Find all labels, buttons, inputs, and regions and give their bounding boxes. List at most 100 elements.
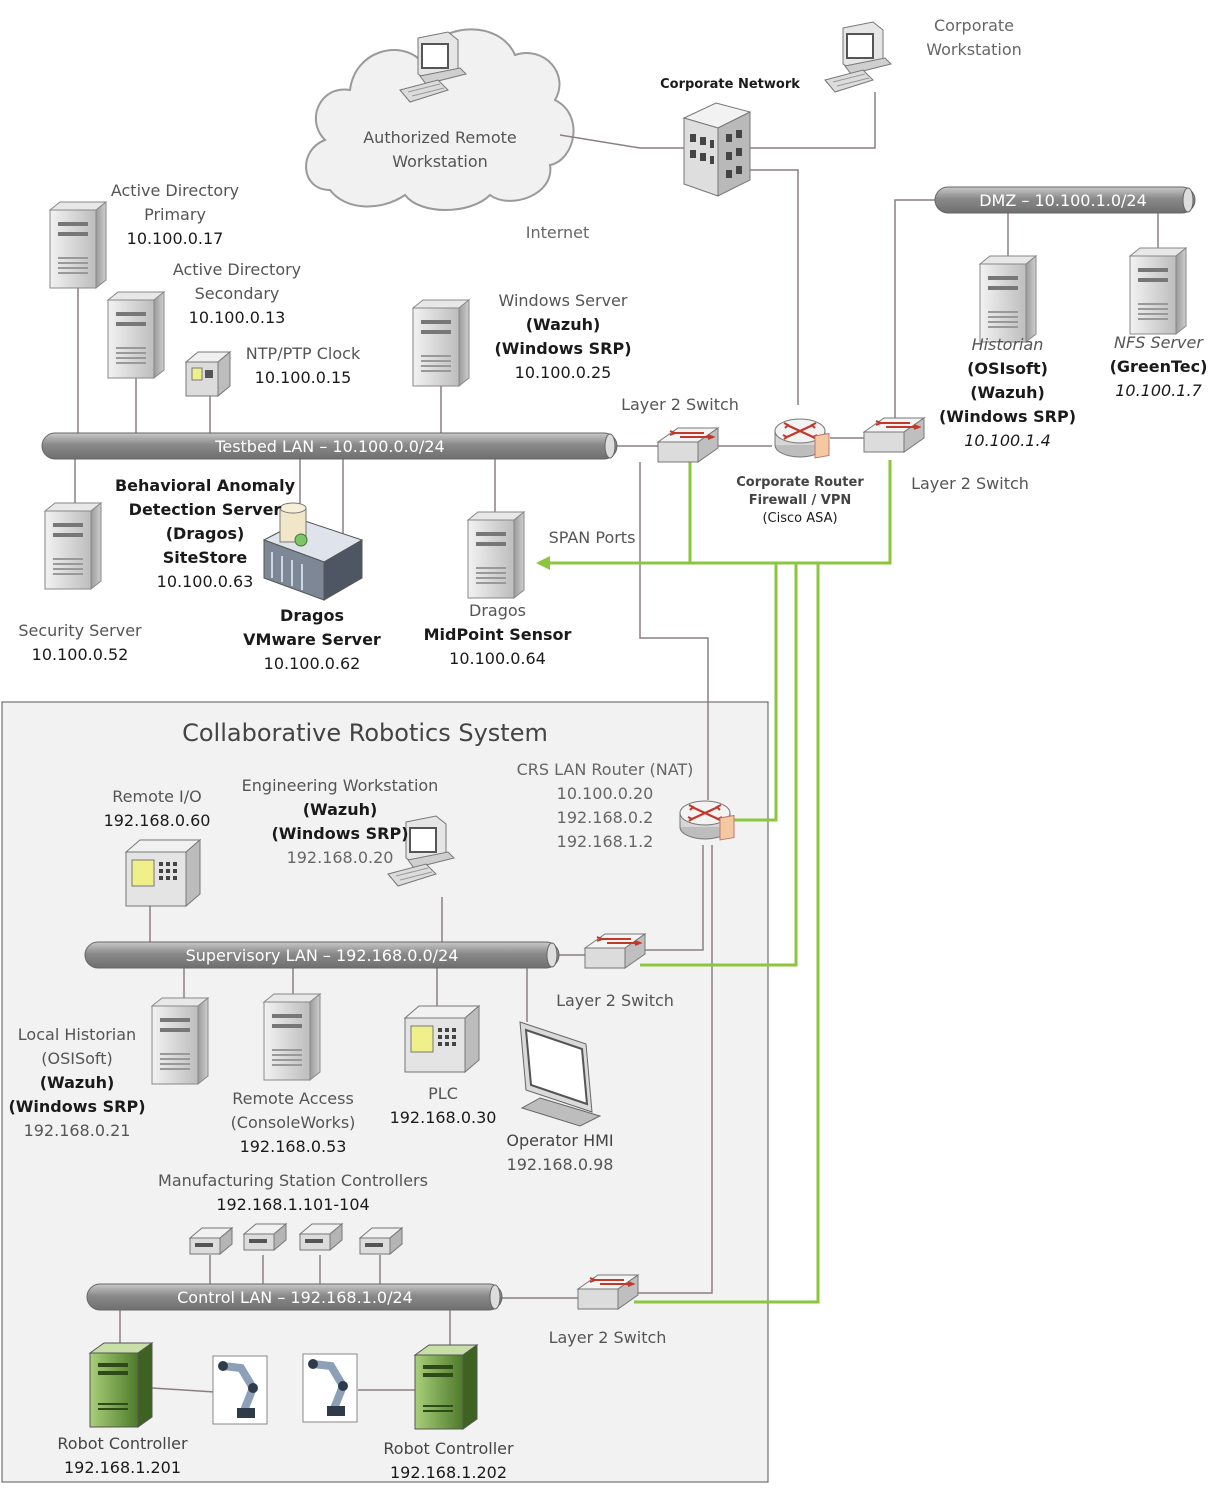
- testbed-lan: Testbed LAN – 10.100.0.0/24: [41, 432, 618, 460]
- cloud-label-line1: Authorized Remote: [363, 128, 517, 147]
- vmware-label: Dragos VMware Server 10.100.0.62: [232, 604, 392, 676]
- remote-io-icon: [125, 839, 201, 907]
- plc-ip: 192.168.0.30: [389, 1108, 497, 1127]
- corp-router-line2: Firewall / VPN: [748, 493, 852, 508]
- bad-ip: 10.100.0.63: [156, 572, 254, 591]
- nfs-ip: 10.100.1.7: [1115, 381, 1202, 400]
- dmz-historian-line4: (Windows SRP): [938, 407, 1077, 426]
- corporate-router-icon: [773, 417, 831, 460]
- control-lan-label: Control LAN – 192.168.1.0/24: [177, 1288, 413, 1307]
- robot1-ip: 192.168.1.201: [63, 1458, 182, 1477]
- ad-primary-ip: 10.100.0.17: [126, 229, 224, 248]
- local-historian-line3: (Wazuh): [39, 1073, 115, 1092]
- corporate-network-label: Corporate Network: [660, 77, 800, 92]
- robot2-ip: 192.168.1.202: [389, 1463, 508, 1482]
- windows-server-line1: Windows Server: [498, 291, 628, 310]
- ad-secondary-line1: Active Directory: [172, 260, 302, 279]
- robot2-line1: Robot Controller: [383, 1439, 514, 1458]
- remote-access-line1: Remote Access: [232, 1089, 354, 1108]
- vmware-line1: Dragos: [280, 606, 344, 625]
- security-server-line1: Security Server: [18, 621, 142, 640]
- local-historian-ip: 192.168.0.21: [23, 1121, 131, 1140]
- crs-router-ip1: 10.100.0.20: [556, 784, 654, 803]
- supervisory-lan: Supervisory LAN – 192.168.0.0/24: [84, 941, 560, 969]
- vmware-server-icon: [262, 502, 364, 601]
- midpoint-line2: MidPoint Sensor: [423, 625, 572, 644]
- security-server-icon: [44, 502, 102, 590]
- corporate-workstation-label: Corporate Workstation: [914, 14, 1034, 62]
- dmz-historian-line1: Historian: [971, 335, 1044, 354]
- eng-ws-line2: (Wazuh): [302, 800, 378, 819]
- dmz-historian-line3: (Wazuh): [970, 383, 1045, 402]
- windows-server-line3: (Windows SRP): [494, 339, 632, 358]
- testbed-switch-icon: [657, 427, 719, 463]
- local-historian-line1: Local Historian: [17, 1025, 137, 1044]
- ntp-line1: NTP/PTP Clock: [245, 344, 361, 363]
- midpoint-label: Dragos MidPoint Sensor 10.100.0.64: [420, 599, 575, 671]
- midpoint-ip: 10.100.0.64: [449, 649, 546, 668]
- crs-router-line1: CRS LAN Router (NAT): [516, 760, 694, 779]
- dmz-historian-label: Historian (OSIsoft) (Wazuh) (Windows SRP…: [930, 333, 1085, 453]
- remote-access-ip: 192.168.0.53: [239, 1137, 347, 1156]
- dmz-historian-server-icon: [979, 255, 1037, 343]
- corp-router-line3: (Cisco ASA): [762, 511, 838, 526]
- dmz-historian-line2: (OSIsoft): [967, 359, 1048, 378]
- hmi-ip: 192.168.0.98: [506, 1155, 614, 1174]
- nfs-server-icon: [1129, 247, 1187, 335]
- corporate-network-icon: [682, 102, 752, 197]
- remote-access-server-icon: [263, 993, 321, 1081]
- operator-hmi-icon: [519, 1021, 602, 1127]
- robot-arm-1-icon: [213, 1356, 267, 1424]
- corp-router-line1: Corporate Router: [736, 475, 864, 490]
- windows-server-line2: (Wazuh): [525, 315, 601, 334]
- local-historian-line4: (Windows SRP): [8, 1097, 146, 1116]
- cloud-label: Authorized Remote Workstation: [340, 126, 540, 174]
- nfs-line1: NFS Server: [1114, 333, 1203, 352]
- ad-secondary-server-icon: [107, 291, 165, 379]
- eng-ws-ip: 192.168.0.20: [286, 848, 394, 867]
- hmi-label: Operator HMI 192.168.0.98: [485, 1129, 635, 1177]
- dmz-switch-label: Layer 2 Switch: [911, 474, 1029, 493]
- supervisory-lan-label: Supervisory LAN – 192.168.0.0/24: [186, 946, 459, 965]
- corporate-router-label: Corporate Router Firewall / VPN (Cisco A…: [730, 474, 870, 528]
- windows-server-ip: 10.100.0.25: [514, 363, 612, 382]
- bad-line1: Behavioral Anomaly: [114, 476, 296, 495]
- vmware-ip: 10.100.0.62: [263, 654, 361, 673]
- span-ports-label: SPAN Ports: [548, 528, 636, 547]
- ad-primary-label: Active Directory Primary 10.100.0.17: [95, 179, 255, 251]
- ntp-label: NTP/PTP Clock 10.100.0.15: [228, 342, 378, 390]
- ad-primary-line2: Primary: [144, 205, 206, 224]
- control-lan: Control LAN – 192.168.1.0/24: [86, 1283, 503, 1311]
- windows-server-label: Windows Server (Wazuh) (Windows SRP) 10.…: [478, 289, 648, 385]
- ad-secondary-line2: Secondary: [194, 284, 280, 303]
- robot-controller-1-label: Robot Controller 192.168.1.201: [40, 1432, 205, 1480]
- dmz-switch-icon: [863, 417, 925, 453]
- eng-ws-line1: Engineering Workstation: [241, 776, 439, 795]
- bad-line2: Detection Server: [128, 500, 282, 519]
- robot1-line1: Robot Controller: [57, 1434, 188, 1453]
- remote-access-line2: (ConsoleWorks): [230, 1113, 356, 1132]
- ad-primary-line1: Active Directory: [110, 181, 240, 200]
- crs-router-ip2: 192.168.0.2: [556, 808, 654, 827]
- nfs-line2: (GreenTec): [1109, 357, 1208, 376]
- hmi-line1: Operator HMI: [506, 1131, 614, 1150]
- corporate-workstation-line2: Workstation: [926, 40, 1022, 59]
- local-historian-label: Local Historian (OSISoft) (Wazuh) (Windo…: [2, 1023, 152, 1143]
- robot-controller-2-label: Robot Controller 192.168.1.202: [366, 1437, 531, 1485]
- ctrl-switch-label: Layer 2 Switch: [548, 1328, 667, 1347]
- remote-access-label: Remote Access (ConsoleWorks) 192.168.0.5…: [213, 1087, 373, 1159]
- local-historian-server-icon: [151, 997, 209, 1085]
- nfs-label: NFS Server (GreenTec) 10.100.1.7: [1100, 331, 1217, 403]
- crs-router-label: CRS LAN Router (NAT) 10.100.0.20 192.168…: [505, 758, 705, 854]
- remote-io-label: Remote I/O 192.168.0.60: [82, 785, 232, 833]
- internet-label: Internet: [525, 223, 590, 242]
- msc-ip: 192.168.1.101-104: [216, 1195, 370, 1214]
- local-historian-line2: (OSISoft): [41, 1049, 113, 1068]
- windows-server-icon: [412, 299, 470, 387]
- security-server-ip: 10.100.0.52: [31, 645, 129, 664]
- security-server-label: Security Server 10.100.0.52: [0, 619, 160, 667]
- dmz-historian-ip: 10.100.1.4: [964, 431, 1051, 450]
- bad-line4: SiteStore: [162, 548, 248, 567]
- robot-arm-2-icon: [303, 1354, 357, 1422]
